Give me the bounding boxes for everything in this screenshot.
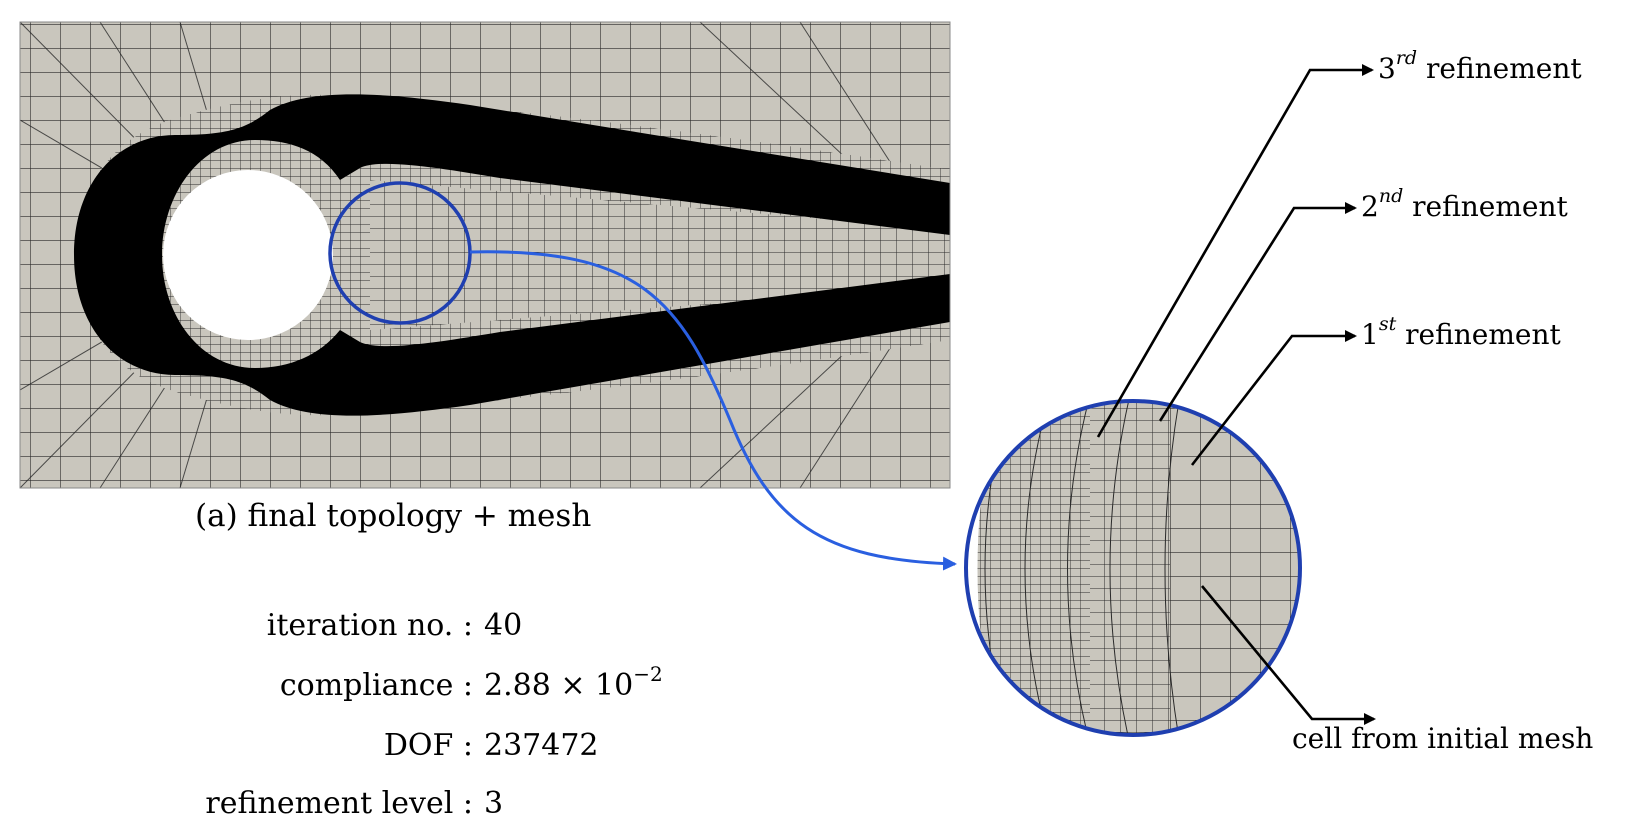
zoom-connector-arrow: [469, 250, 957, 571]
stat-label-compliance: compliance: [279, 668, 454, 703]
stat-value-compliance: 2.88 × 10−2: [484, 662, 663, 703]
label-initial-cell: cell from initial mesh: [1292, 722, 1594, 755]
mesh-panel: [19, 21, 951, 489]
stat-value-iteration: 40: [484, 608, 523, 643]
label-third-refinement: 3rd refinement: [1378, 47, 1582, 86]
zoom-circle: [964, 399, 1302, 737]
callout-leaders: [1096, 64, 1376, 725]
stat-row-refinement-level: refinement level : 3: [205, 786, 504, 821]
stat-label-iteration: iteration no.: [266, 608, 454, 643]
stat-value-refinement-level: 3: [484, 786, 504, 821]
stat-label-refinement-level: refinement level: [205, 786, 454, 821]
stat-value-dof: 237472: [484, 728, 599, 763]
stat-label-dof: DOF: [383, 728, 454, 763]
material-topology: [74, 94, 950, 416]
stat-row-compliance: compliance : 2.88 × 10−2: [279, 662, 663, 703]
stat-row-dof: DOF : 237472: [383, 728, 599, 763]
zoom-source-circle: [328, 181, 472, 325]
label-first-refinement: 1st refinement: [1361, 313, 1561, 352]
figure-caption: (a) final topology + mesh: [195, 498, 592, 534]
label-second-refinement: 2nd refinement: [1361, 185, 1568, 224]
stat-row-iteration: iteration no. : 40: [266, 608, 523, 643]
hole: [163, 170, 333, 340]
